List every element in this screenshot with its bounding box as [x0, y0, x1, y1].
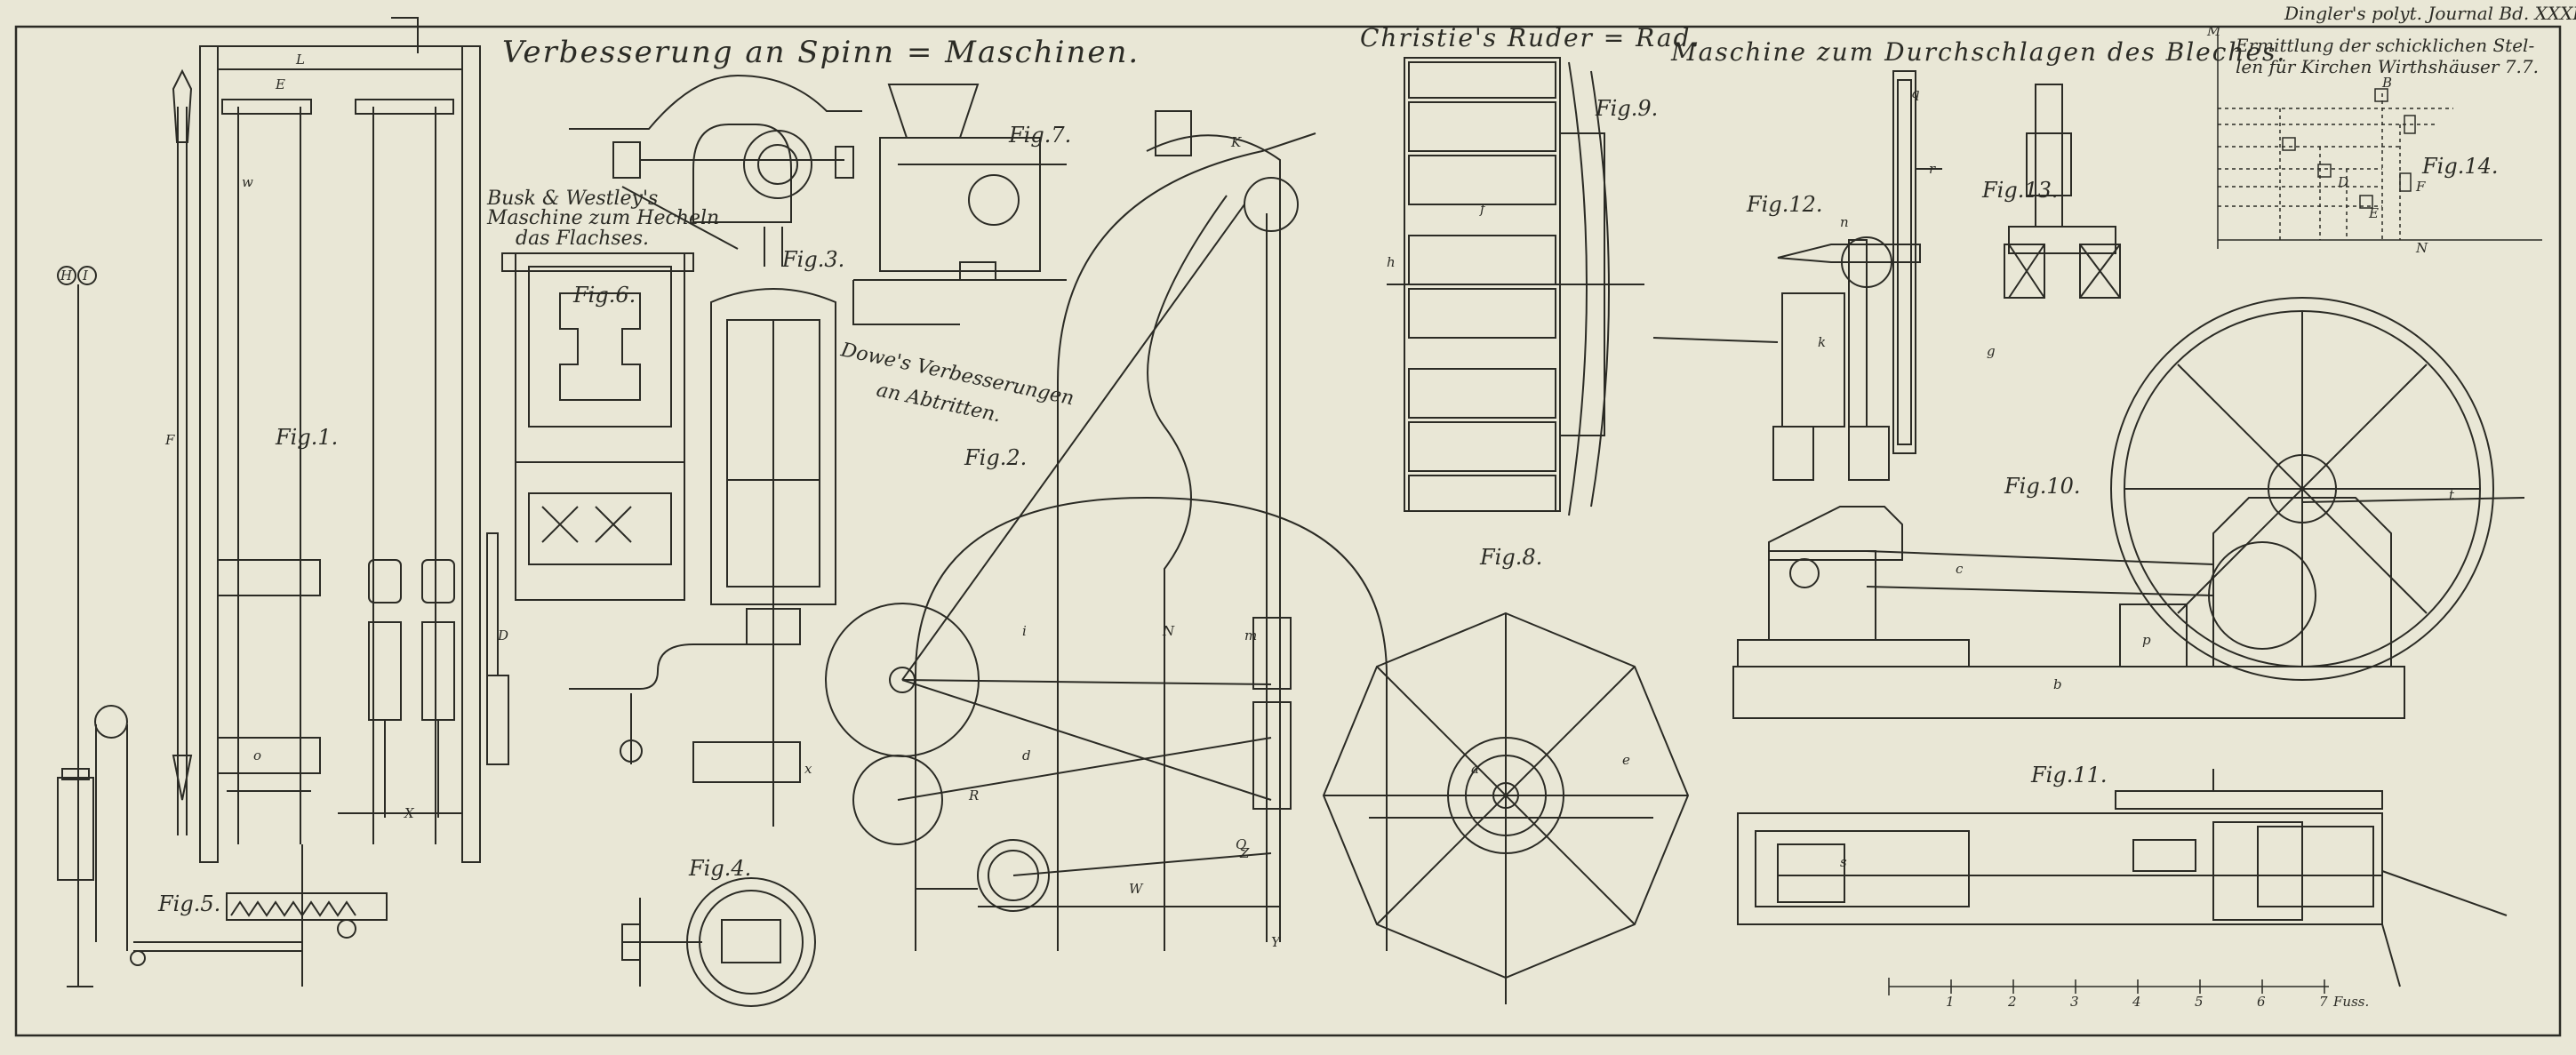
- letter-k: k: [1818, 334, 1826, 350]
- fig14-letter-N: N: [2415, 240, 2428, 256]
- ermittlung-caption-line1: Ermittlung der schicklichen Stel-: [2235, 35, 2534, 56]
- letter-m: m: [1244, 627, 1257, 643]
- fig3-hackling-machine: [569, 74, 862, 267]
- letter-Z: Z: [1239, 845, 1250, 861]
- letter-Y: Y: [1271, 934, 1282, 950]
- letter-w: w: [242, 174, 253, 190]
- fig14-letter-M: M: [2206, 23, 2221, 39]
- letter-K: K: [1230, 134, 1242, 150]
- letter-b: b: [2053, 676, 2062, 692]
- fig6-label: Fig.6.: [572, 283, 636, 308]
- busk-caption-line1: Busk & Westley's: [486, 188, 658, 210]
- busk-caption-line3: das Flachses.: [516, 228, 649, 250]
- letter-r: r: [1929, 161, 1936, 177]
- letter-n: n: [1840, 214, 1849, 230]
- fig14-label: Fig.14.: [2421, 154, 2499, 179]
- letter-Q: Q: [1236, 836, 1246, 852]
- fig14-letter-E: E: [2368, 205, 2379, 221]
- letter-q: q: [1911, 85, 1920, 101]
- letter-D: D: [497, 627, 508, 643]
- letter-e: e: [1622, 752, 1630, 768]
- scale-tick-5: 5: [2195, 994, 2204, 1010]
- fig4-label: Fig.4.: [688, 856, 751, 881]
- fig1-spinning-frame: [172, 17, 509, 863]
- scale-tick-6: 6: [2257, 994, 2266, 1010]
- letter-H: H: [60, 268, 73, 284]
- letter-a: a: [1471, 761, 1479, 777]
- letter-i: i: [1022, 623, 1027, 639]
- scale-unit: Fuss.: [2332, 994, 2369, 1010]
- letter-s: s: [1840, 854, 1847, 870]
- fig2-label: Fig.2.: [964, 445, 1027, 470]
- fig9-paddle-wheel-side: [1387, 57, 1644, 516]
- letter-I: I: [82, 268, 89, 284]
- letter-p: p: [2142, 632, 2151, 648]
- fig8-label: Fig.8.: [1479, 545, 1542, 570]
- fig7-label: Fig.7.: [1008, 123, 1071, 148]
- letter-E: E: [275, 76, 285, 92]
- fig11-label: Fig.11.: [2030, 763, 2108, 787]
- scale-tick-2: 2: [2007, 994, 2017, 1010]
- fig11-punch-plan: [1737, 769, 2508, 987]
- fig2-spinning-machine: [825, 110, 1388, 951]
- fig3-vertical-column: [569, 288, 836, 827]
- letter-o: o: [253, 747, 261, 763]
- fig14-letter-B: B: [2381, 75, 2392, 91]
- letter-R: R: [968, 787, 979, 803]
- letter-f: f: [1479, 201, 1487, 217]
- scale-tick-7: 7: [2319, 994, 2328, 1010]
- letter-c: c: [1956, 561, 1964, 577]
- journal-reference: Dingler's polyt. Journal Bd. XXXII Tb. V…: [2284, 3, 2576, 24]
- fig3-letter-x: x: [804, 761, 812, 777]
- letter-d: d: [1022, 747, 1031, 763]
- scale-tick-1: 1: [1946, 994, 1955, 1010]
- fig7-water-closet: [852, 84, 1067, 325]
- fig9-label: Fig.9.: [1595, 96, 1658, 121]
- scale-bar: [1888, 978, 2329, 995]
- fig3-label: Fig.3.: [781, 247, 844, 272]
- fig14-letter-F: F: [2415, 179, 2426, 195]
- title-christie: Christie's Ruder = Rad.: [1360, 23, 1700, 52]
- scale-tick-4: 4: [2132, 994, 2141, 1010]
- fig12-label: Fig.12.: [1746, 192, 1823, 217]
- fig13-label: Fig.13.: [1981, 178, 2059, 203]
- plate-border: [14, 25, 2562, 1037]
- fig8-paddle-wheel-front: [1322, 611, 1690, 1004]
- busk-caption-line2: Maschine zum Hecheln: [486, 207, 719, 229]
- fig5-label: Fig.5.: [157, 891, 220, 916]
- title-spinning: Verbesserung an Spinn = Maschinen.: [502, 35, 1140, 70]
- fig14-position-diagram: [2217, 36, 2542, 249]
- fig13-press-end: [2004, 84, 2121, 299]
- fig4-ring-valve: [621, 877, 816, 1007]
- fig10-punch-machine: [1732, 297, 2525, 719]
- fig14-letter-D: D: [2337, 174, 2348, 190]
- letter-X: X: [404, 805, 415, 821]
- ermittlung-caption-line2: len für Kirchen Wirthshäuser 7.7.: [2236, 56, 2539, 77]
- letter-W: W: [1129, 881, 1144, 897]
- letter-h: h: [1387, 254, 1396, 270]
- scale-tick-3: 3: [2070, 994, 2079, 1010]
- letter-t: t: [2449, 487, 2455, 503]
- letter-g: g: [1987, 343, 1996, 359]
- fig10-label: Fig.10.: [2004, 474, 2081, 499]
- title-sheet-machine: Maschine zum Durchschlagen des Bleches.: [1670, 37, 2286, 67]
- letter-N: N: [1162, 623, 1175, 639]
- letter-L: L: [295, 52, 305, 68]
- fig1-label: Fig.1.: [275, 425, 338, 450]
- fig12-press-side: [1652, 70, 1942, 481]
- letter-F: F: [164, 432, 175, 448]
- fig6-flax-hackle: [501, 252, 694, 601]
- fig5-pulley-device: [57, 266, 388, 987]
